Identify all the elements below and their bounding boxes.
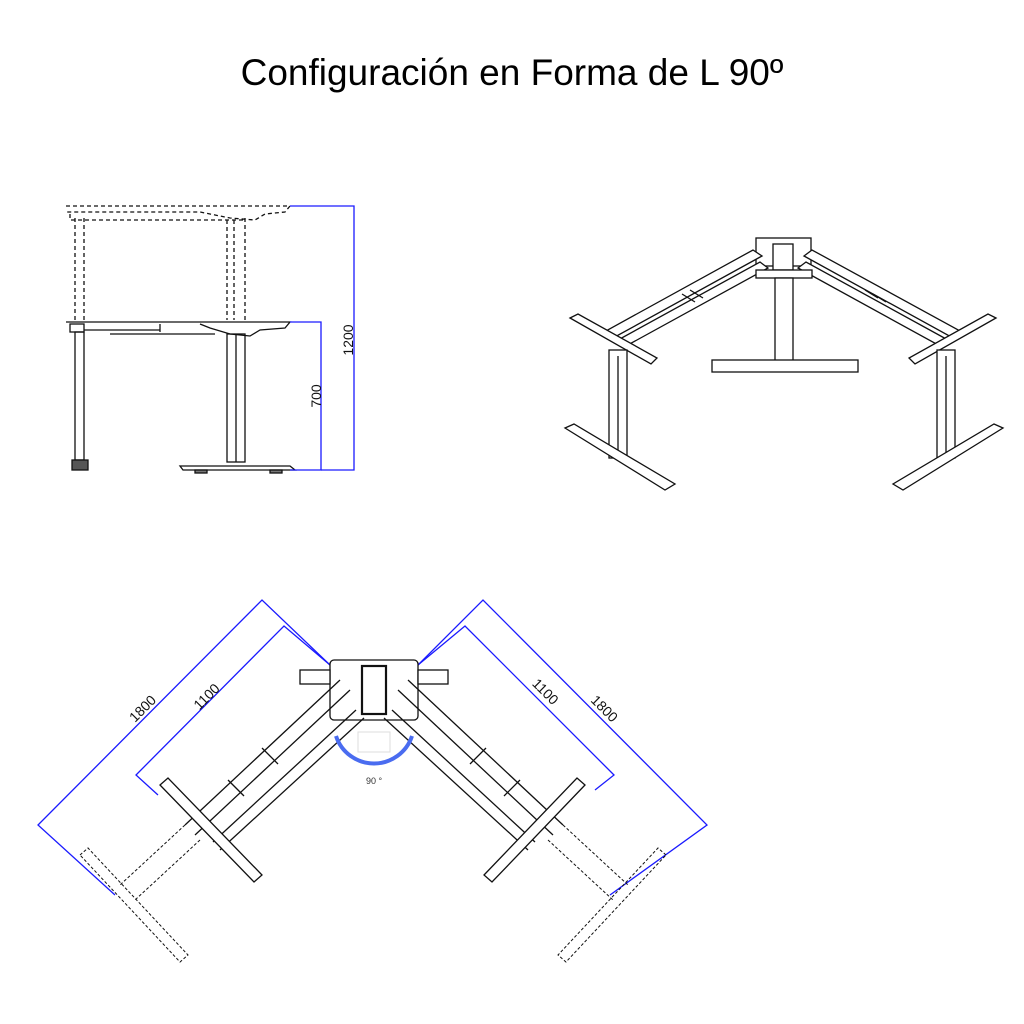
left-beam-assembly: [159, 679, 365, 883]
right-beam-extension-dashed: [547, 824, 667, 963]
raised-desktop-dashed: [66, 205, 292, 320]
right-outer-length-label: 1800: [588, 692, 621, 725]
center-module: [299, 659, 449, 721]
left-foot: [71, 459, 89, 471]
left-inner-length-label: 1100: [190, 680, 223, 713]
right-inner-length-label: 1100: [529, 675, 562, 708]
left-top-bracket: [568, 313, 659, 365]
right-foot: [891, 423, 1005, 491]
lowered-desktop: [66, 321, 292, 337]
min-height-label: 700: [308, 384, 324, 408]
angle-label: 90 °: [366, 776, 383, 786]
left-foot: [563, 423, 677, 491]
plan-dimension-lines: [37, 599, 708, 896]
right-top-bracket: [907, 313, 998, 365]
page-title: Configuración en Forma de L 90º: [240, 52, 784, 93]
center-foot: [711, 359, 859, 373]
left-beam-extension-dashed: [79, 824, 201, 963]
angle-arc: [334, 735, 414, 766]
max-height-label: 1200: [340, 324, 356, 355]
height-dimension-lines: [290, 205, 355, 471]
right-beam-assembly: [383, 679, 586, 883]
